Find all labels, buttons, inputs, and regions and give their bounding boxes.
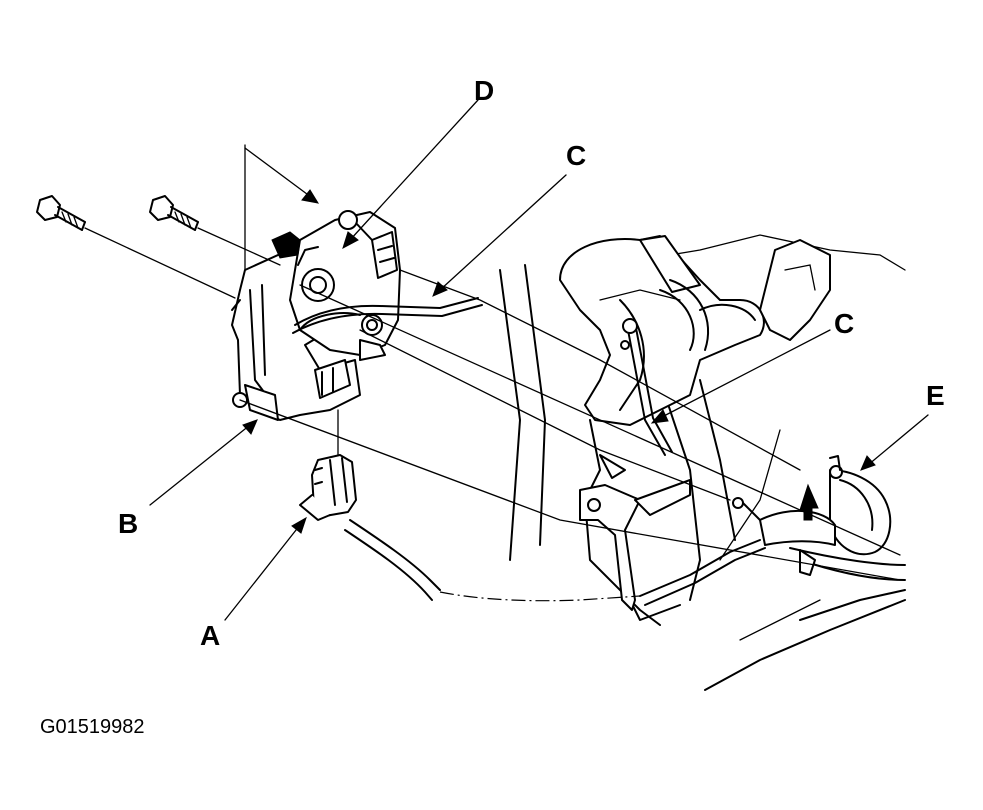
control-rod-c (292, 297, 483, 334)
mounting-bolt-left (36, 195, 86, 231)
figure-id: G01519982 (40, 716, 145, 738)
callout-label-a: A (200, 620, 220, 651)
callout-label-e: E (926, 380, 945, 411)
servo-motor-e (732, 455, 892, 556)
callout-label-d: D (474, 75, 494, 106)
actuator-d (271, 210, 401, 361)
callout-leaders (149, 99, 929, 621)
mounting-bolt-right (149, 195, 199, 231)
callout-label-c-upper: C (566, 140, 586, 171)
callout-label-b: B (118, 508, 138, 539)
callout-label-c-lower: C (834, 308, 854, 339)
connector-a (299, 454, 357, 521)
actuator-mount-housing (559, 235, 831, 426)
lower-bracket (579, 454, 691, 611)
actuator-link-rod (620, 318, 673, 456)
